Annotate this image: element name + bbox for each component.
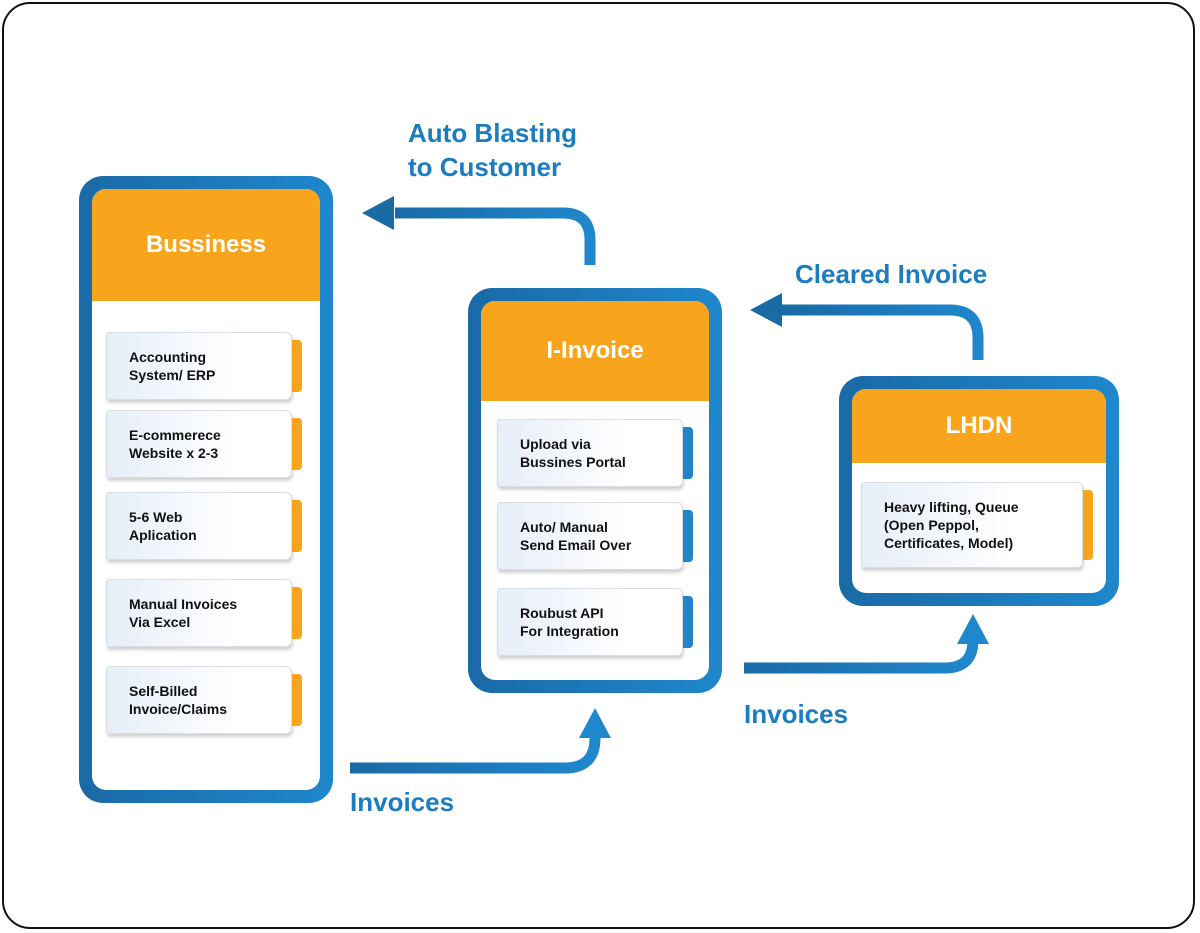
cleared-invoice-arrow [750,293,984,360]
auto-blasting-arrow [362,196,596,265]
business-panel-title: Bussiness [92,189,320,301]
iinvoice-item-upload: Upload via Bussines Portal [497,419,683,487]
invoices-label-2: Invoices [744,699,849,729]
card-tab [292,674,302,726]
card-tab [292,340,302,392]
card-tab [292,418,302,470]
invoices-arrow-business-to-iinvoice [350,708,611,774]
iinvoice-item-email: Auto/ Manual Send Email Over [497,502,683,570]
invoices-label-1: Invoices [350,787,455,817]
card-tab [292,500,302,552]
business-item-manual-invoices: Manual Invoices Via Excel [106,579,292,647]
business-item-self-billed: Self-Billed Invoice/Claims [106,666,292,734]
invoices-arrow-iinvoice-to-lhdn [744,614,989,674]
lhdn-panel-title: LHDN [852,389,1106,463]
business-item-accounting: Accounting System/ ERP [106,332,292,400]
card-tab [1083,490,1093,560]
iinvoice-panel-title: I-Invoice [481,301,709,401]
card-tab [683,427,693,479]
iinvoice-item-api: Roubust API For Integration [497,588,683,656]
cleared-invoice-label: Cleared Invoice [795,259,988,289]
card-tab [683,596,693,648]
business-item-web-apps: 5-6 Web Aplication [106,492,292,560]
auto-blasting-label: Auto Blasting to Customer [408,118,577,182]
card-tab [292,587,302,639]
business-item-ecommerce: E-commerece Website x 2-3 [106,410,292,478]
card-tab [683,510,693,562]
lhdn-item-heavy-lifting: Heavy lifting, Queue (Open Peppol, Certi… [861,482,1083,568]
